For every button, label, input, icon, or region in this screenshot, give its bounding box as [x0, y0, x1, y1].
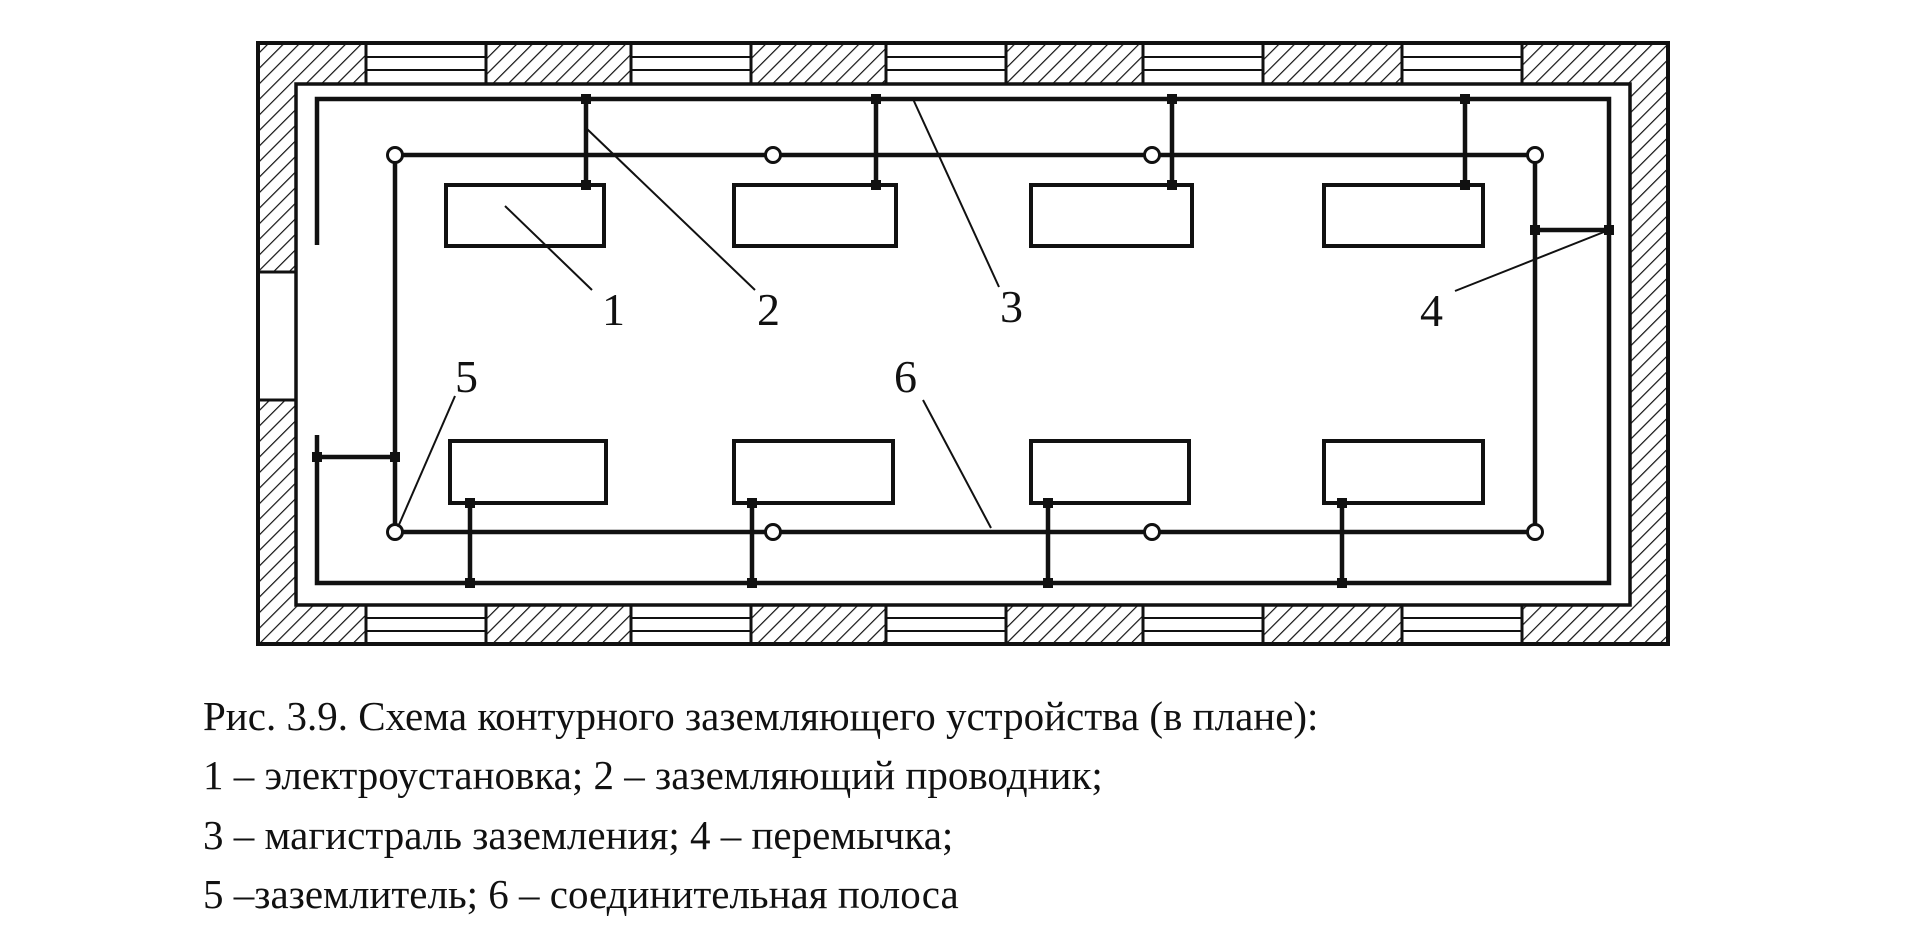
electrode-circle	[1143, 146, 1161, 164]
leader-lines	[397, 98, 1610, 529]
building-walls	[256, 41, 1670, 646]
installation-box	[1029, 439, 1191, 505]
electrode-circle	[386, 146, 404, 164]
installation-box	[448, 439, 608, 505]
grounding-conductors	[467, 99, 1468, 583]
electrode-circle	[1143, 523, 1161, 541]
label-1: 1	[602, 284, 625, 335]
installation-box	[732, 183, 898, 248]
legend-line-3: 5 –заземлитель; 6 – соединительная полос…	[203, 871, 959, 917]
legend-line-2: 3 – магистраль заземления; 4 – перемычка…	[203, 812, 954, 858]
label-6: 6	[894, 351, 917, 402]
electrode-circle	[764, 146, 782, 164]
windows-top	[364, 41, 1524, 86]
electrode-circle	[1526, 523, 1544, 541]
installation-box	[732, 439, 895, 505]
electrode-circle	[386, 523, 404, 541]
jumpers	[317, 227, 1609, 460]
grounding-plan-diagram: 1 2 3 4 5 6	[256, 41, 1670, 646]
installation-box	[1322, 183, 1485, 248]
label-2: 2	[757, 284, 780, 335]
installation-box	[444, 183, 606, 248]
installation-box	[1029, 183, 1194, 248]
label-4: 4	[1420, 285, 1443, 336]
label-3: 3	[1000, 281, 1023, 332]
door-opening	[256, 270, 298, 402]
ground-electrodes	[386, 146, 1544, 541]
wall-hatching	[258, 43, 1668, 644]
figure-caption-title: Рис. 3.9. Схема контурного заземляющего …	[203, 693, 1319, 739]
label-5: 5	[455, 351, 478, 402]
electrode-circle	[764, 523, 782, 541]
legend-line-1: 1 – электроустановка; 2 – заземляющий пр…	[203, 752, 1103, 798]
grounding-main-line	[314, 96, 1612, 586]
electrical-installations	[444, 183, 1485, 505]
electrode-circle	[1526, 146, 1544, 164]
installation-box	[1322, 439, 1485, 505]
